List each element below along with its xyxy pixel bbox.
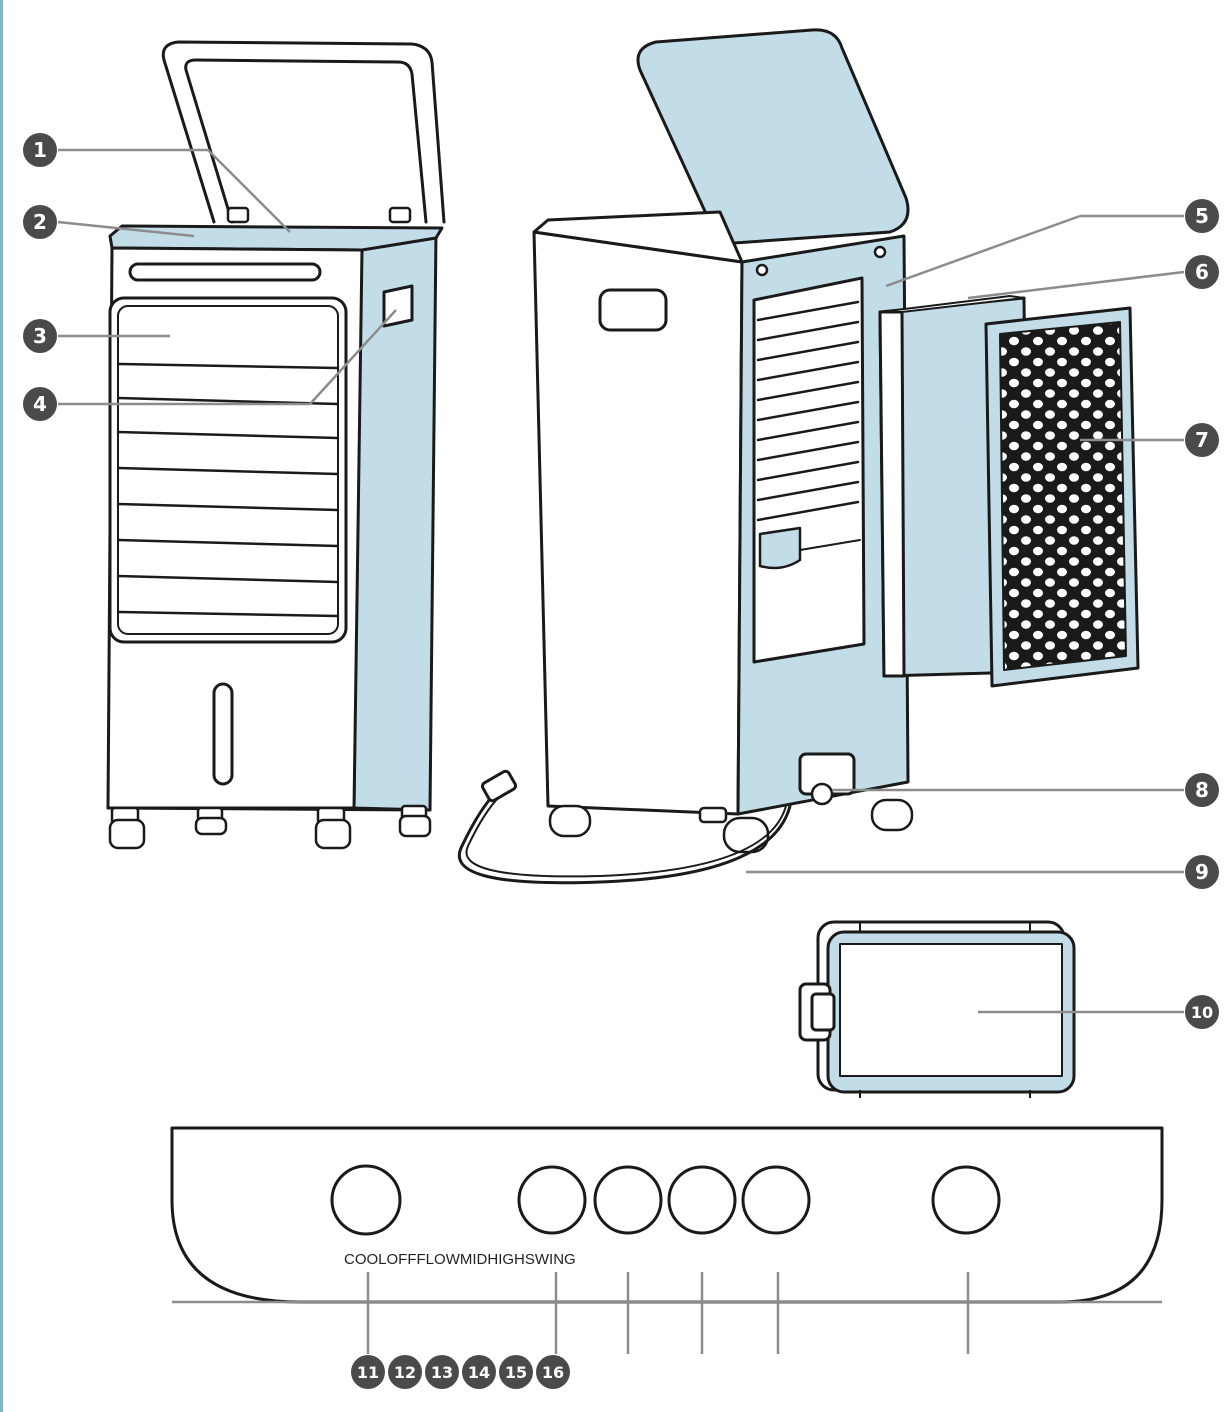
button-flow[interactable] (593, 1165, 663, 1235)
callout-3: 3 (23, 319, 57, 353)
back-lid (636, 28, 910, 246)
callout-16: 16 (536, 1355, 570, 1389)
callout-14: 14 (462, 1355, 496, 1389)
power-cord (457, 788, 792, 885)
power-plug (480, 769, 518, 803)
callout-6: 6 (1185, 255, 1219, 289)
svg-text:16: 16 (542, 1363, 564, 1382)
front-top-opening (108, 224, 444, 252)
honeycomb-filter (984, 306, 1140, 688)
svg-text:4: 4 (33, 392, 47, 416)
water-level-window (212, 682, 234, 786)
callout-1: 1 (23, 133, 57, 167)
leader-lines (57, 148, 1185, 1354)
callout-5: 5 (1185, 199, 1219, 233)
back-view-unit (457, 28, 914, 885)
callout-9: 9 (1185, 855, 1219, 889)
svg-text:9: 9 (1195, 860, 1209, 884)
control-panel (170, 1126, 1164, 1304)
button-high[interactable] (741, 1165, 811, 1235)
svg-text:11: 11 (357, 1363, 379, 1382)
callout-8: 8 (1185, 773, 1219, 807)
front-view-unit (106, 40, 446, 850)
svg-text:10: 10 (1191, 1003, 1213, 1022)
button-swing[interactable] (931, 1165, 1001, 1235)
svg-text:15: 15 (505, 1363, 527, 1382)
callout-7: 7 (1185, 423, 1219, 457)
back-fan-louvers (756, 300, 860, 522)
callout-15: 15 (499, 1355, 533, 1389)
svg-text:6: 6 (1195, 260, 1209, 284)
callout-10: 10 (1185, 995, 1219, 1029)
svg-text:14: 14 (468, 1363, 490, 1382)
button-off[interactable] (517, 1165, 587, 1235)
svg-text:5: 5 (1195, 204, 1209, 228)
button-mid[interactable] (667, 1165, 737, 1235)
front-casters (108, 804, 432, 850)
left-edge-bar (0, 0, 3, 1412)
callout-markers: 1 2 3 4 5 6 7 8 9 10 11 12 13 14 15 16 (23, 133, 1219, 1389)
callout-13: 13 (425, 1355, 459, 1389)
svg-text:8: 8 (1195, 778, 1209, 802)
panel-label-strip: COOLOFFFLOWMIDHIGHSWING (344, 1251, 576, 1268)
callout-2: 2 (23, 205, 57, 239)
svg-text:1: 1 (33, 138, 47, 162)
callout-12: 12 (388, 1355, 422, 1389)
callout-11: 11 (351, 1355, 385, 1389)
callout-4: 4 (23, 387, 57, 421)
svg-text:7: 7 (1195, 428, 1209, 452)
front-louvers (116, 362, 340, 618)
ice-box (798, 920, 1076, 1098)
button-cool[interactable] (330, 1164, 402, 1236)
svg-text:12: 12 (394, 1363, 416, 1382)
svg-text:3: 3 (33, 324, 47, 348)
svg-text:13: 13 (431, 1363, 453, 1382)
svg-text:2: 2 (33, 210, 47, 234)
